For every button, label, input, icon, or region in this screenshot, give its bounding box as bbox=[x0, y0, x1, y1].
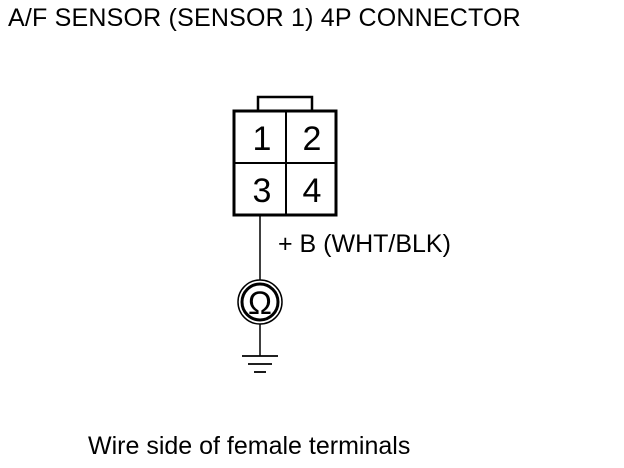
pin-1-label: 1 bbox=[253, 120, 272, 158]
ohmmeter-icon: Ω bbox=[237, 279, 283, 325]
ohm-symbol: Ω bbox=[248, 285, 272, 321]
pin-3-label: 3 bbox=[253, 172, 272, 210]
diagram-caption: Wire side of female terminals bbox=[88, 432, 411, 460]
pin-2-label: 2 bbox=[303, 120, 322, 158]
pin-4-label: 4 bbox=[303, 172, 322, 210]
connector-latch bbox=[256, 95, 314, 113]
ground-icon bbox=[242, 355, 278, 373]
diagram-title: A/F SENSOR (SENSOR 1) 4P CONNECTOR bbox=[8, 4, 521, 32]
wire-label: + B (WHT/BLK) bbox=[278, 230, 451, 258]
